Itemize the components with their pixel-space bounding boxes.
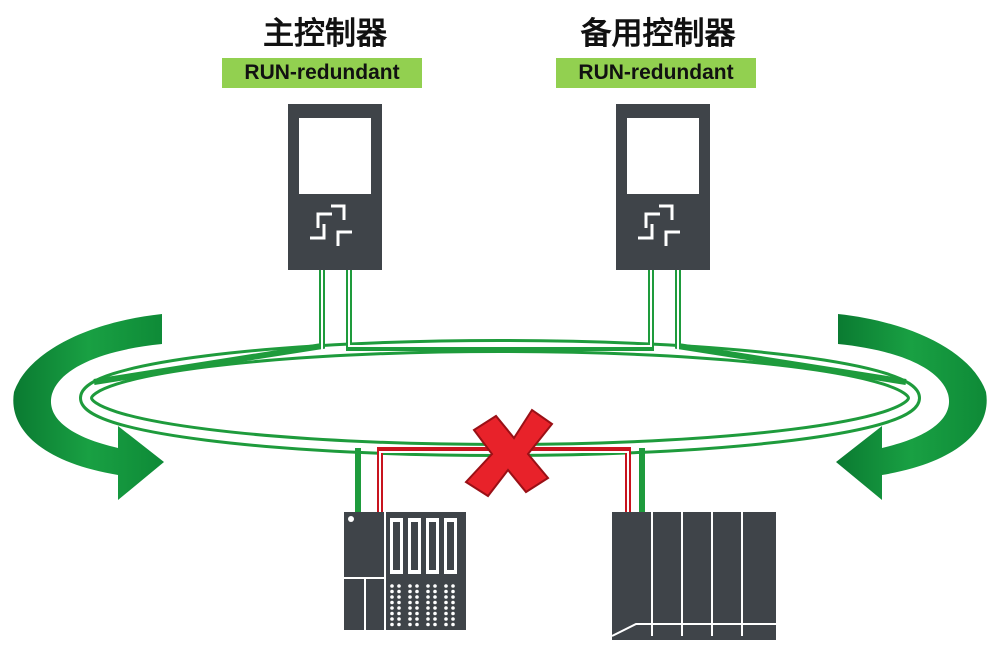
terminal-dot [451,584,455,588]
right-rotation-arrow [836,314,987,500]
terminal-dot [426,622,430,627]
terminal-dot [433,606,437,610]
terminal-dot [390,600,394,605]
terminal-dot [415,595,419,599]
terminal-dot [433,617,437,621]
primary-controller-title: 主控制器 [263,16,387,52]
terminal-dot [408,611,412,616]
terminal-dot [451,617,455,621]
terminal-dot [408,589,412,594]
terminal-dot [415,584,419,588]
terminal-dot [433,600,437,605]
terminal-dot [433,595,437,599]
terminal-dot [451,611,455,616]
backup-controller-device [616,104,710,270]
terminal-dot [451,622,455,627]
io-station-left [344,512,466,630]
terminal-dot [408,617,412,621]
terminal-dot [426,595,430,599]
terminal-dot [415,611,419,616]
terminal-dot [426,589,430,594]
backup-controller-link [675,268,907,385]
terminal-dot [397,606,401,610]
terminal-dot [444,584,448,588]
terminal-dot [426,617,430,621]
terminal-dot [444,600,448,605]
terminal-dot [444,617,448,621]
terminal-dot [444,589,448,594]
backup-controller-status-badge: RUN-redundant [556,58,756,88]
terminal-dot [426,606,430,610]
terminal-dot [415,617,419,621]
terminal-dot [426,600,430,605]
terminal-dot [415,622,419,627]
terminal-dot [390,611,394,616]
left-rotation-arrow [13,314,164,500]
terminal-dot [408,606,412,610]
terminal-dot [451,589,455,594]
link-failure-x-icon [464,408,554,498]
terminal-dot [451,595,455,599]
terminal-dot [390,622,394,627]
terminal-dot [408,595,412,599]
terminal-dot [415,600,419,605]
terminal-dot [390,584,394,588]
terminal-dot [444,606,448,610]
backup-controller-title: 备用控制器 [580,16,736,52]
terminal-dot [444,622,448,627]
terminal-dot [390,606,394,610]
terminal-dot [433,622,437,627]
terminal-dot [444,611,448,616]
terminal-dot [390,617,394,621]
terminal-dot [397,589,401,594]
terminal-dot [433,589,437,594]
terminal-dot [451,600,455,605]
terminal-dot [397,622,401,627]
terminal-dot [433,611,437,616]
terminal-dot [390,589,394,594]
terminal-dot [415,606,419,610]
sync-icon [638,204,680,246]
terminal-dot [426,611,430,616]
primary-controller-status-badge: RUN-redundant [222,58,422,88]
terminal-dot [397,595,401,599]
terminal-dot [451,606,455,610]
terminal-dot [397,584,401,588]
terminal-dot [408,622,412,627]
terminal-dot [397,600,401,605]
terminal-dot [390,595,394,599]
terminal-dot [397,611,401,616]
terminal-dot [415,589,419,594]
sync-icon [310,204,352,246]
terminal-dot [408,584,412,588]
terminal-dot [444,595,448,599]
terminal-dot [397,617,401,621]
terminal-dot [426,584,430,588]
terminal-dot [433,584,437,588]
terminal-dot [408,600,412,605]
io-rack-right [611,512,776,640]
primary-controller-device [288,104,382,270]
primary-controller-link [93,268,654,385]
